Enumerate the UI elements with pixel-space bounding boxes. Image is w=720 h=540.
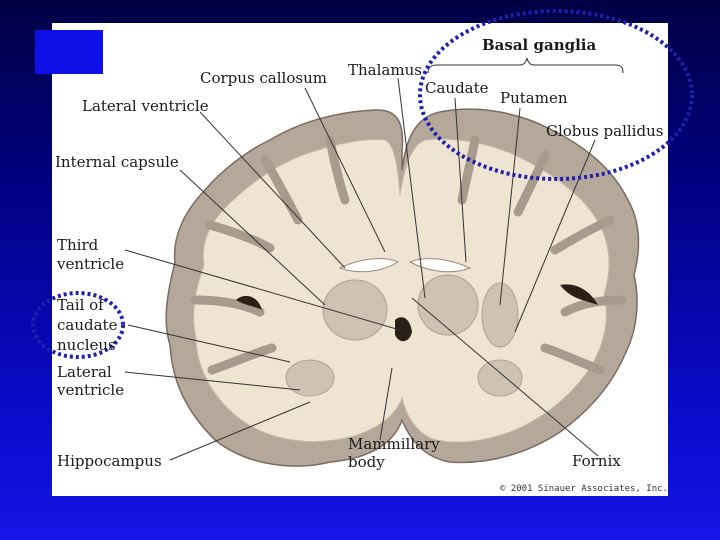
label-tail-of-caudate-line1: Tail of xyxy=(57,296,104,314)
leader-lateral-ventricle-top xyxy=(199,111,346,269)
leader-internal-capsule xyxy=(179,169,326,306)
label-fornix: Fornix xyxy=(572,452,621,470)
leader-globus-pallidus xyxy=(514,139,596,333)
label-hippocampus: Hippocampus xyxy=(57,452,162,470)
leader-hippocampus xyxy=(169,401,311,461)
leader-lines xyxy=(124,57,624,461)
label-corpus-callosum: Corpus callosum xyxy=(200,69,327,87)
label-third-ventricle-line1: Third xyxy=(57,236,99,254)
leader-putamen xyxy=(499,107,521,306)
label-basal-ganglia: Basal ganglia xyxy=(482,36,597,54)
label-globus-pallidus: Globus pallidus xyxy=(546,122,664,140)
leader-caudate xyxy=(454,97,467,263)
sulci xyxy=(190,135,627,375)
leader-third-ventricle xyxy=(124,249,401,331)
label-lateral-ventricle-bottom-line1: Lateral xyxy=(57,363,112,381)
label-tail-of-caudate-line2: caudate xyxy=(57,316,118,334)
label-caudate: Caudate xyxy=(425,79,489,97)
label-mammillary-body-line2: body xyxy=(348,453,385,471)
tail-of-caudate-highlight xyxy=(31,291,125,359)
basal-ganglia-bracket xyxy=(427,57,624,74)
leader-fornix xyxy=(411,297,599,457)
label-mammillary-body-line1: Mammillary xyxy=(348,435,440,453)
leader-corpus-callosum xyxy=(304,87,386,253)
copyright-notice: © 2001 Sinauer Associates, Inc. xyxy=(500,484,668,494)
dark-features xyxy=(236,284,598,342)
corner-blue-square xyxy=(35,30,103,74)
basal-ganglia-highlight xyxy=(418,9,694,181)
leader-lateral-ventricle-bottom xyxy=(124,371,301,391)
label-lateral-ventricle-top: Lateral ventricle xyxy=(82,97,209,115)
label-third-ventricle-line2: ventricle xyxy=(57,255,125,273)
label-lateral-ventricle-bottom-line2: ventricle xyxy=(57,381,125,399)
label-tail-of-caudate-line3: nucleus xyxy=(57,336,116,354)
leader-tail-of-caudate xyxy=(127,324,291,363)
label-thalamus: Thalamus xyxy=(348,61,422,79)
leader-thalamus xyxy=(397,77,426,299)
label-putamen: Putamen xyxy=(500,89,568,107)
lateral-ventricles xyxy=(338,258,472,273)
leader-mammillary-body xyxy=(379,367,393,441)
label-internal-capsule: Internal capsule xyxy=(55,153,179,171)
deep-nuclei xyxy=(285,274,523,397)
